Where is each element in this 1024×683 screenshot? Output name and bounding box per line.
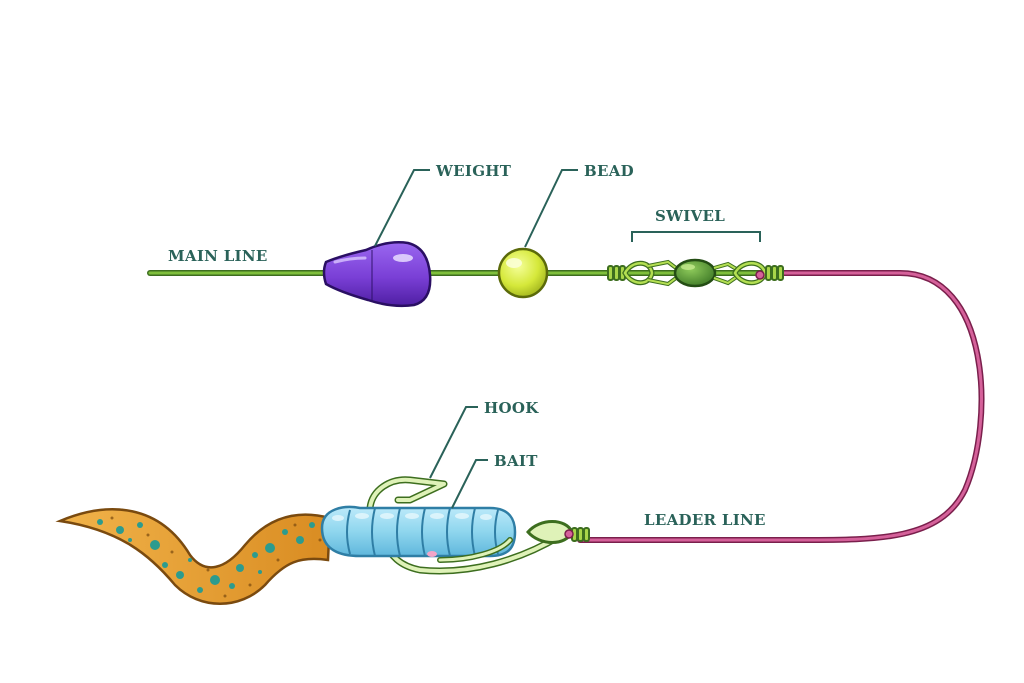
bead-pointer <box>524 169 578 248</box>
label-leader-line: LEADER LINE <box>644 511 766 529</box>
label-pointers <box>374 169 761 509</box>
label-hook: HOOK <box>484 399 539 417</box>
swivel-bracket <box>631 231 761 242</box>
weight-icon <box>322 241 432 308</box>
label-main-line: MAIN LINE <box>168 247 268 265</box>
bead-icon <box>497 247 549 299</box>
swivel-icon <box>607 258 784 288</box>
label-swivel: SWIVEL <box>655 207 725 225</box>
weight-pointer <box>374 169 430 247</box>
leader-line <box>577 270 985 543</box>
hook-icon <box>366 476 590 575</box>
bait-icon <box>320 505 517 563</box>
bait-pointer <box>451 459 488 509</box>
label-bead: BEAD <box>584 162 634 180</box>
label-weight: WEIGHT <box>435 162 512 180</box>
label-bait: BAIT <box>494 452 538 470</box>
worm-tail-icon <box>55 508 332 605</box>
hook-pointer <box>429 406 478 479</box>
